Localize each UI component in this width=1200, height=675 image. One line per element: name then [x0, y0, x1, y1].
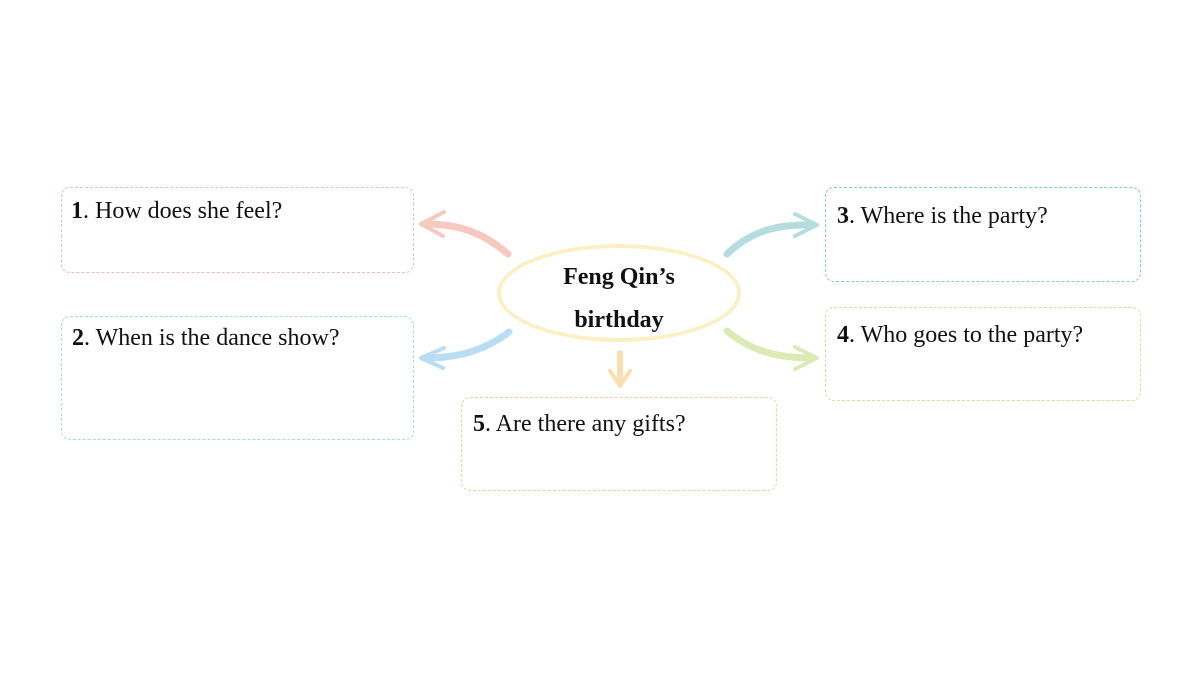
center-topic: Feng Qin’s birthday	[497, 256, 741, 342]
question-text: . Are there any gifts?	[485, 411, 686, 437]
arrow-to-question-5	[608, 350, 632, 388]
question-number: 2	[72, 325, 84, 351]
question-box-5: 5. Are there any gifts?	[461, 397, 777, 491]
question-box-2: 2. When is the dance show?	[61, 316, 414, 440]
question-number: 3	[837, 203, 849, 229]
question-number: 4	[837, 322, 849, 348]
question-box-3: 3. Where is the party?	[825, 187, 1141, 282]
question-text: . Where is the party?	[849, 203, 1048, 229]
question-text: . When is the dance show?	[84, 325, 340, 351]
arrow-to-question-2	[419, 328, 513, 370]
question-text: . Who goes to the party?	[849, 322, 1084, 348]
question-box-4: 4. Who goes to the party?	[825, 307, 1141, 401]
question-number: 1	[71, 198, 83, 224]
center-topic-line-2: birthday	[574, 307, 664, 333]
center-ellipse	[497, 244, 741, 342]
center-topic-line-1: Feng Qin’s	[563, 264, 675, 290]
question-box-1: 1. How does she feel?	[61, 187, 414, 273]
arrow-to-question-3	[723, 212, 819, 258]
arrow-to-question-4	[723, 327, 819, 371]
question-number: 5	[473, 411, 485, 437]
arrow-to-question-1	[419, 210, 512, 258]
question-text: . How does she feel?	[83, 198, 283, 224]
